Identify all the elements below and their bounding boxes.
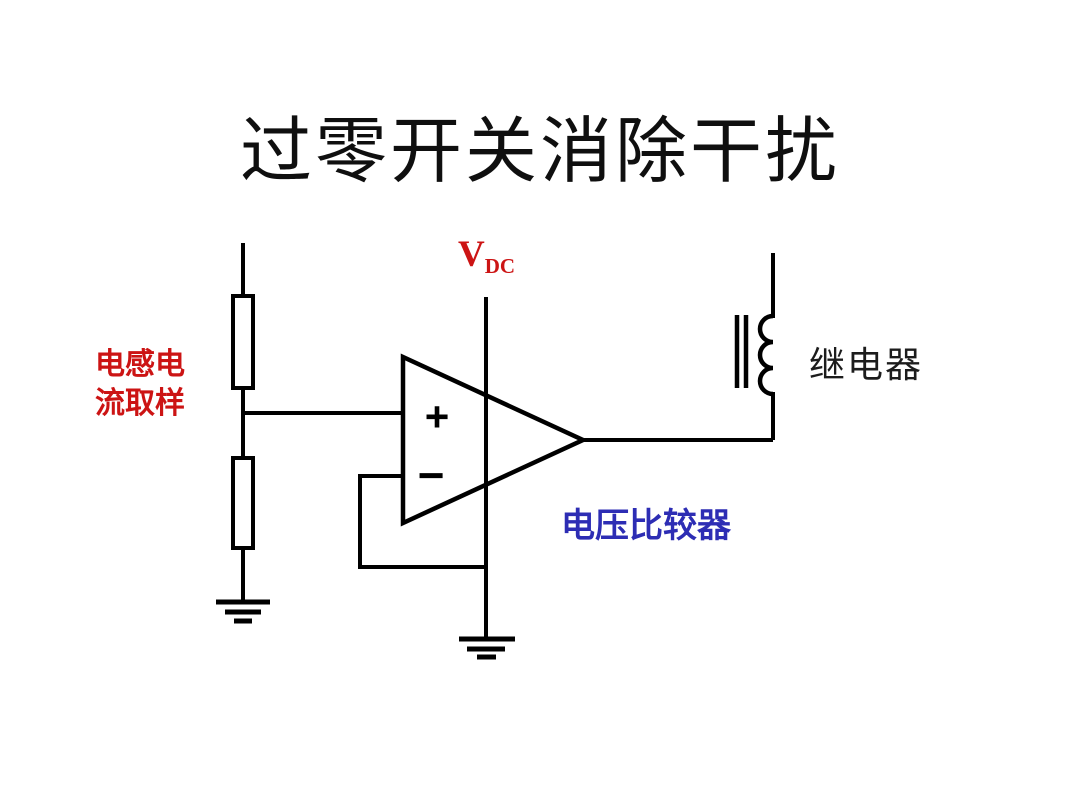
relay-coil-icon — [757, 313, 774, 397]
slide-title: 过零开关消除干扰 — [239, 112, 840, 192]
voltage-comparator-label: 电压比较器 — [561, 507, 731, 545]
relay-label: 继电器 — [809, 345, 924, 385]
relay-branch — [734, 253, 775, 440]
sampling-branch — [216, 243, 270, 624]
comparator-opamp-triangle — [400, 353, 589, 527]
opamp-minus-sign: − — [417, 449, 445, 501]
inductor-sampling-line1: 电感电 — [95, 348, 185, 381]
opamp-plus-sign: + — [424, 393, 450, 440]
vdc-sub: DC — [484, 254, 516, 278]
voltage-divider-resistor-bottom — [231, 456, 255, 550]
wire-minus-reference — [358, 474, 486, 569]
inductor-current-sampling-label: 电感电 流取样 — [80, 345, 200, 423]
inductor-sampling-line2: 流取样 — [95, 387, 185, 420]
vdc-main: V — [458, 234, 485, 275]
ground-center-icon — [459, 636, 515, 660]
ground-left-icon — [216, 599, 270, 624]
vdc-supply-label: VDC — [458, 236, 515, 285]
voltage-divider-resistor-top — [231, 294, 255, 390]
